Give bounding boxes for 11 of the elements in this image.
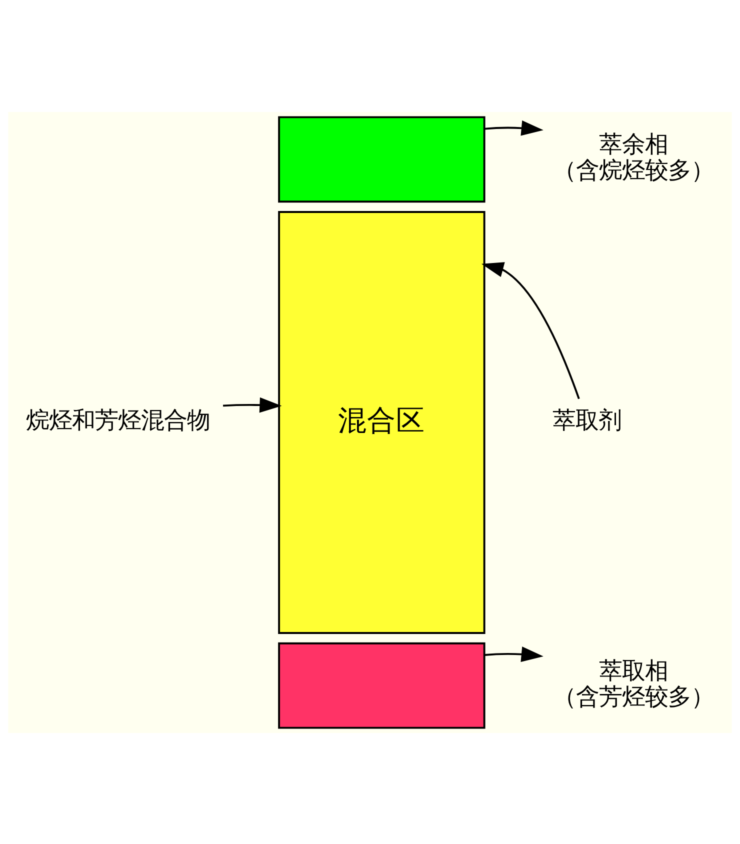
node-text: 萃取剂 — [552, 406, 622, 434]
node-text: 萃余相 （含烷烃较多） — [553, 130, 714, 184]
node-text: 烷烃和芳烃混合物 — [26, 406, 210, 434]
arrow — [481, 262, 580, 399]
arrow — [484, 646, 544, 662]
node-box — [278, 642, 486, 728]
arrow — [484, 120, 544, 136]
node-box: 混合区 — [278, 210, 486, 634]
node-text: 萃取相 （含芳烃较多） — [553, 656, 714, 710]
arrow — [223, 396, 282, 412]
node-box — [278, 116, 486, 202]
